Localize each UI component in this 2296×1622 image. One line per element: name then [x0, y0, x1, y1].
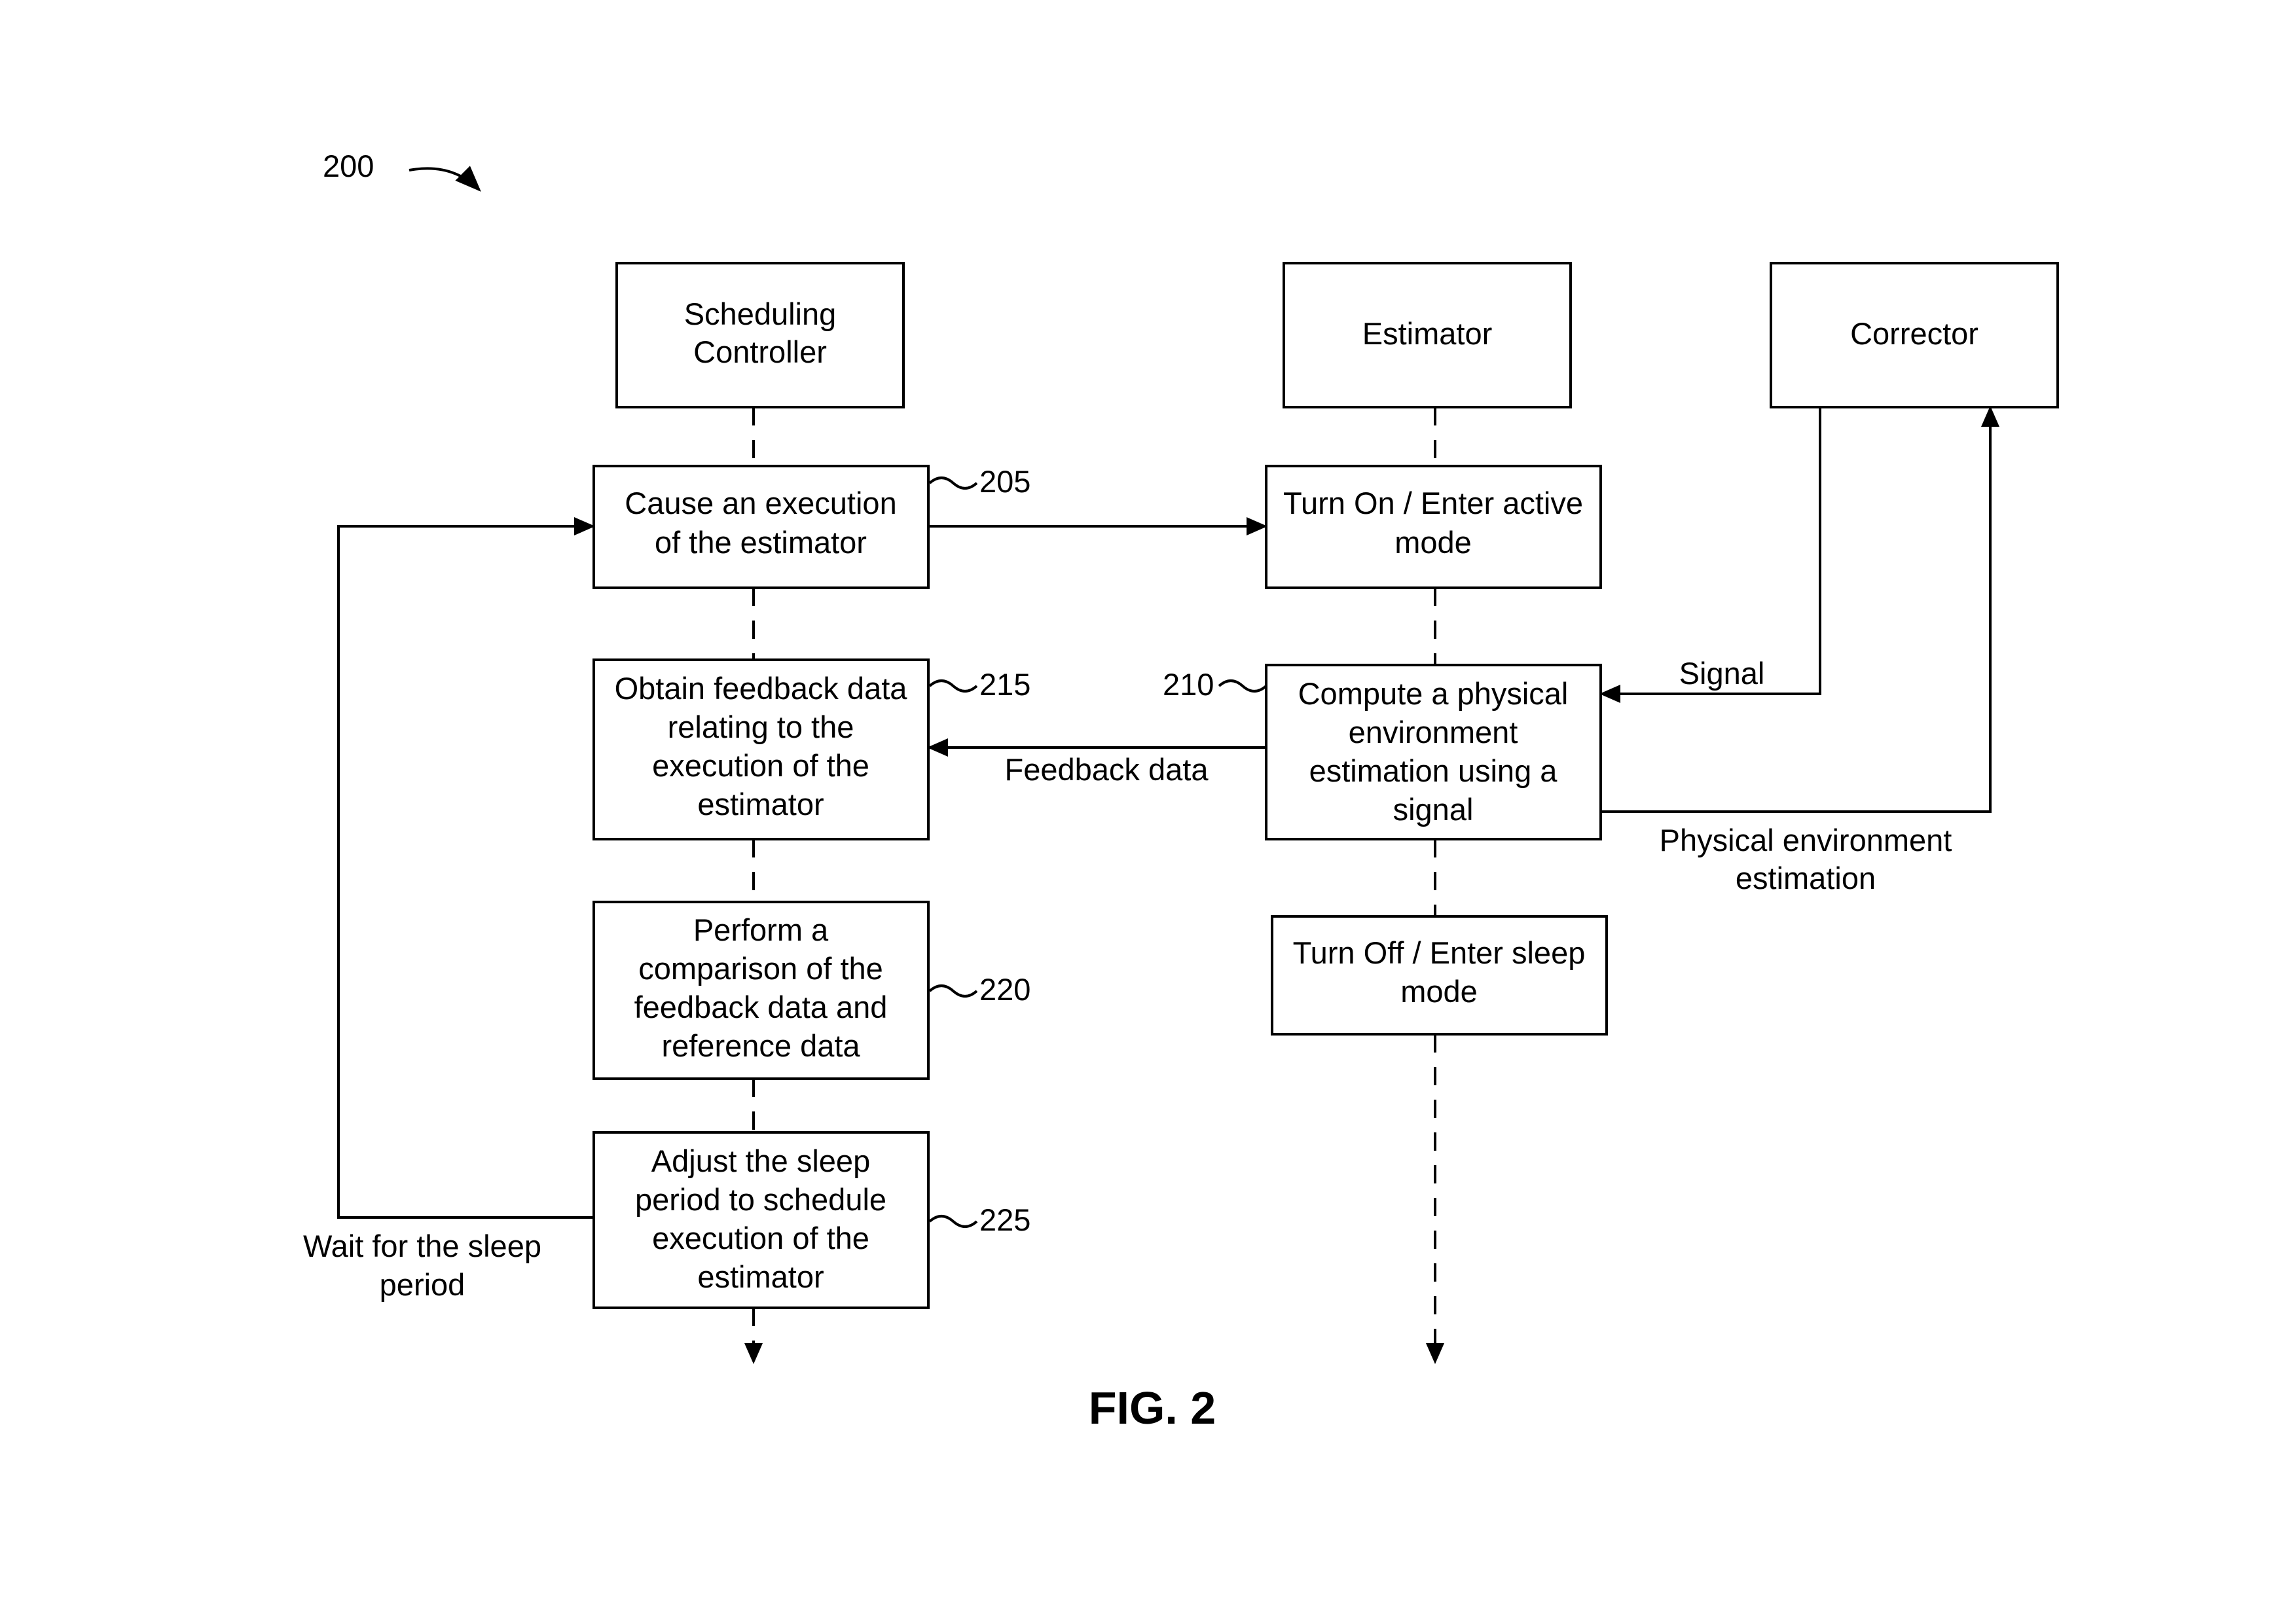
ref-squiggle [1218, 679, 1267, 693]
lane-label-line: Estimator [1362, 316, 1493, 351]
arrow-wait-loop [337, 517, 595, 1219]
step-text-line: of the estimator [655, 525, 867, 560]
step-text-line: period to schedule [635, 1182, 886, 1217]
step-text-line: Turn Off / Enter sleep [1293, 935, 1586, 970]
step-text-line: relating to the [668, 710, 854, 744]
step-text-line: estimation using a [1309, 753, 1558, 788]
step-text-line: signal [1393, 792, 1474, 827]
step-text-line: environment [1349, 715, 1518, 749]
figure-label: FIG. 2 [1089, 1382, 1216, 1433]
step-text-line: Perform a [693, 912, 829, 947]
step-text-line: feedback data and [634, 990, 888, 1024]
step-ref-225: 225 [979, 1202, 1030, 1237]
step-text-line: mode [1400, 974, 1478, 1009]
step-ref-215: 215 [979, 667, 1030, 702]
step-text-line: reference data [661, 1028, 860, 1063]
arrow-physical-environment-estimation [1601, 406, 1999, 813]
figure-ref-number: 200 [323, 149, 374, 183]
lane-scheduling-controller: Scheduling Controller [615, 262, 905, 408]
ref-squiggle [928, 679, 978, 693]
step-text-line: Compute a physical [1298, 676, 1569, 711]
step-text-line: Turn On / Enter active [1283, 486, 1583, 520]
step-turn-on: Turn On / Enter active mode [1265, 465, 1602, 589]
step-text-line: execution of the [652, 1221, 869, 1255]
figure-ref-arrow [409, 166, 481, 192]
ref-squiggle [928, 477, 978, 490]
lane-label-line: Controller [693, 334, 827, 369]
step-text-line: comparison of the [638, 951, 883, 986]
step-ref-210: 210 [1163, 667, 1214, 702]
edge-label-wait-for-sleep: period [380, 1267, 465, 1302]
lane-label-line: Corrector [1850, 316, 1978, 351]
step-text-line: Cause an execution [625, 486, 896, 520]
lane-estimator: Estimator [1283, 262, 1572, 408]
edge-label-physical-environment-estimation: estimation [1736, 861, 1876, 895]
step-obtain-feedback: Obtain feedback data relating to the exe… [592, 658, 930, 840]
step-text-line: estimator [697, 787, 824, 821]
step-perform-comparison: Perform a comparison of the feedback dat… [592, 901, 930, 1080]
edge-label-physical-environment-estimation: Physical environment [1660, 823, 1952, 857]
edge-label-signal: Signal [1679, 656, 1765, 691]
step-adjust-sleep: Adjust the sleep period to schedule exec… [592, 1131, 930, 1309]
step-ref-220: 220 [979, 972, 1030, 1007]
edge-label-feedback-data: Feedback data [1005, 752, 1209, 787]
arrow-signal [1599, 407, 1821, 703]
edge-label-wait-for-sleep: Wait for the sleep [303, 1229, 541, 1263]
step-compute-estimation: Compute a physical environment estimatio… [1265, 664, 1602, 840]
step-text-line: Adjust the sleep [651, 1144, 870, 1178]
step-text-line: mode [1394, 525, 1472, 560]
step-text-line: execution of the [652, 748, 869, 783]
ref-squiggle [928, 1215, 978, 1228]
ref-squiggle [928, 984, 978, 998]
step-turn-off: Turn Off / Enter sleep mode [1271, 915, 1608, 1036]
step-ref-205: 205 [979, 464, 1030, 499]
lane-label-line: Scheduling [684, 297, 837, 331]
step-cause-execution: Cause an execution of the estimator [592, 465, 930, 589]
step-text-line: Obtain feedback data [615, 671, 908, 706]
lane-corrector: Corrector [1770, 262, 2059, 408]
step-text-line: estimator [697, 1259, 824, 1294]
